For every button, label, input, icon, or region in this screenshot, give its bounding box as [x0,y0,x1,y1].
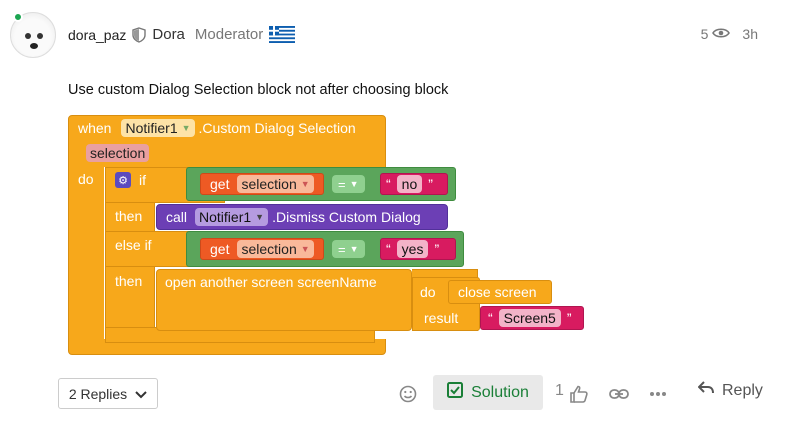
replies-label: 2 Replies [68,385,128,402]
checkbox-icon [447,382,464,403]
dropdown-arrow-icon: ▼ [349,244,359,254]
quote-close: ” [566,310,572,326]
post-age[interactable]: 3h [742,26,758,42]
then2-label: then [115,273,143,289]
then-label: then [115,208,143,224]
like-count[interactable]: 1 [555,382,564,399]
then-label-row: then [115,207,142,225]
text-row-screen: “ Screen5 ” [488,309,572,327]
do2-row: do [420,283,436,301]
quote-open: “ [386,241,391,257]
avatar-eye [37,33,43,39]
result-label: result [424,310,459,326]
open-screen-block [156,269,412,331]
post-meta: dora_paz Dora Moderator [68,26,296,43]
dropdown-arrow-icon: ▼ [300,244,310,254]
quote-close: ” [428,176,433,192]
close-screen-row: close screen [458,283,537,301]
blocks-image: when Notifier1▼ .Custom Dialog Selection… [68,115,588,360]
do-label-row: do [78,170,94,188]
more-options-icon[interactable] [648,384,668,404]
eq-dropdown: =▼ [332,175,365,193]
thumbs-up-icon[interactable] [569,384,589,404]
replies-toggle[interactable]: 2 Replies [58,378,158,409]
dropdown-arrow-icon: ▼ [181,123,191,133]
text-value-screen: Screen5 [498,309,561,327]
eq-row-1: =▼ [332,175,365,193]
text-value-no: no [396,175,423,193]
call-row: call Notifier1▼ .Dismiss Custom Dialog [166,208,421,226]
if-label: if [139,172,146,188]
dropdown-arrow-icon: ▼ [255,212,265,222]
full-name[interactable]: Dora [152,26,185,43]
eye-icon [712,26,731,42]
eq-dropdown: =▼ [332,240,365,258]
post-body: Use custom Dialog Selection block not af… [68,82,449,98]
param-row: selection [86,144,150,162]
eq-op: = [338,176,346,192]
open-screen-row: open another screen screenName [165,273,377,291]
dropdown-arrow-icon: ▼ [349,179,359,189]
greece-flag-icon [269,26,296,43]
var-dropdown-2: selection▼ [237,240,314,258]
quote-open: “ [488,310,493,326]
chevron-down-icon [135,386,147,402]
get-label: get [210,241,230,257]
when-label: when [78,120,112,136]
var-name: selection [241,176,297,192]
link-icon[interactable] [609,384,629,404]
component-name: Notifier1 [125,120,178,136]
var-dropdown-1: selection▼ [237,175,314,193]
call-label: call [166,209,188,225]
close-screen-block [448,280,552,304]
gear-icon[interactable]: ⚙ [115,172,131,188]
solution-label: Solution [471,383,529,401]
event-name: .Custom Dialog Selection [198,120,356,136]
call-component-dropdown: Notifier1▼ [195,208,269,226]
then2-row: then [115,272,142,290]
post-stats: 5 3h [701,26,758,42]
quote-close: ” [434,241,440,257]
solution-button[interactable]: Solution [433,375,543,410]
reply-arrow-icon [697,381,714,400]
result-row: result [424,309,458,327]
text-row-yes: “ yes ” [386,240,439,258]
text-row-no: “ no ” [386,175,433,193]
avatar-eye [25,33,31,39]
call-method: .Dismiss Custom Dialog [272,209,421,225]
when-row: when Notifier1▼ .Custom Dialog Selection [78,119,356,137]
close-screen-label: close screen [458,284,537,300]
eq-row-2: =▼ [332,240,365,258]
else-if-label: else if [115,237,152,253]
get-label: get [210,176,230,192]
reply-label: Reply [722,381,763,399]
shield-icon [132,26,147,43]
get-row-1: get selection▼ [210,175,314,193]
get-row-2: get selection▼ [210,240,314,258]
username[interactable]: dora_paz [68,26,127,43]
text-value-yes: yes [396,240,429,258]
online-indicator [13,12,23,22]
else-if-row: else if [115,236,152,254]
dropdown-arrow-icon: ▼ [300,179,310,189]
component-dropdown: Notifier1▼ [121,119,195,137]
do-label: do [78,171,94,187]
reply-button[interactable]: Reply [697,381,763,400]
if-row: ⚙ if [115,171,146,189]
open-screen-label: open another screen screenName [165,274,377,290]
param-selection: selection [86,144,150,162]
emoji-icon[interactable] [398,384,418,404]
quote-open: “ [386,176,391,192]
user-role: Moderator [194,26,264,43]
do2-label: do [420,284,436,300]
call-component-name: Notifier1 [199,209,252,225]
view-count: 5 [700,26,709,42]
avatar-nose [30,43,38,49]
eq-op: = [338,241,346,257]
var-name: selection [241,241,297,257]
